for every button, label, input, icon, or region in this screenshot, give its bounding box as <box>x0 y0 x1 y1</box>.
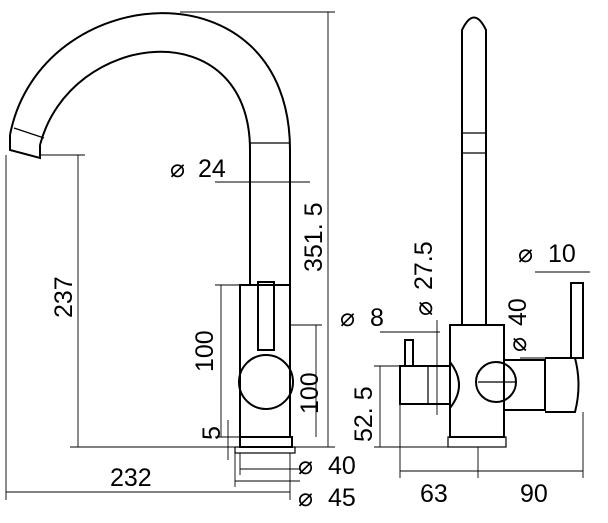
base-plate <box>234 446 296 454</box>
handle-knob <box>238 354 294 410</box>
label-base-thickness: 5 <box>198 426 226 440</box>
label-diameter-24-symbol: ⌀ <box>170 155 185 183</box>
spout-outer-outline <box>9 12 291 285</box>
spout-tip <box>9 135 41 160</box>
label-total-height: 351. 5 <box>300 202 328 272</box>
label-reach: 232 <box>110 464 152 492</box>
side-left-lever <box>399 365 451 405</box>
label-base-diameter-small: 40 <box>328 452 356 480</box>
label-diameter-40-symbol: ⌀ <box>298 452 313 480</box>
label-diameter-45-symbol: ⌀ <box>298 484 313 512</box>
label-handle-height: 100 <box>296 372 324 414</box>
side-handle-pin <box>570 282 584 359</box>
label-body-height: 100 <box>191 330 219 372</box>
side-right-handle <box>504 359 546 411</box>
spout-tip-band <box>13 127 45 139</box>
side-lever-pin <box>404 339 414 367</box>
label-diameter-8-symbol: ⌀ <box>340 304 355 332</box>
base-ring <box>239 436 293 448</box>
label-spout-diameter: 24 <box>198 155 226 183</box>
label-lever-diameter: 8 <box>370 304 384 332</box>
label-diameter-40-side-symbol: ⌀ <box>504 337 532 352</box>
label-body-diameter: 27.5 <box>410 241 438 290</box>
spout-inner-outline <box>39 50 251 285</box>
label-right-offset: 90 <box>520 480 548 508</box>
label-base-diameter-large: 45 <box>328 484 356 512</box>
dimension-labels: ⌀ 24 351. 5 237 100 100 5 ⌀ 40 ⌀ 45 232 … <box>50 155 576 512</box>
label-handle-pin-diameter: 10 <box>548 240 576 268</box>
label-spout-height: 237 <box>50 276 78 318</box>
side-spout-riser <box>461 16 487 325</box>
label-diameter-10-symbol: ⌀ <box>518 240 533 268</box>
side-right-cap <box>545 357 580 413</box>
side-view <box>374 16 590 478</box>
lever-stem <box>257 281 275 351</box>
label-left-offset: 63 <box>420 480 448 508</box>
label-handle-axis-height: 52. 5 <box>350 386 378 442</box>
side-base <box>447 436 507 448</box>
label-handle-diameter: 40 <box>504 298 532 326</box>
label-diameter-27-symbol: ⌀ <box>410 301 438 316</box>
front-view <box>5 11 335 500</box>
side-left-boss <box>449 361 460 409</box>
